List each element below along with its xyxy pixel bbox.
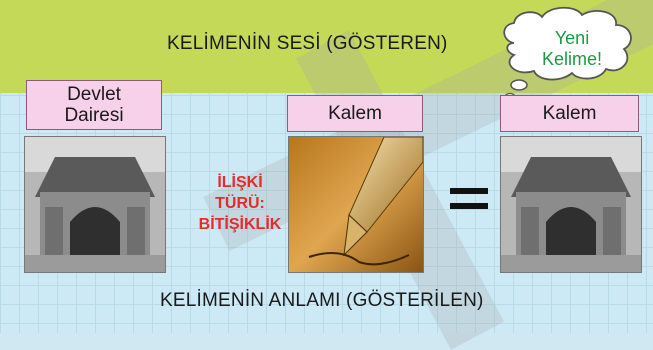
relation-line-2: TÜRÜ:	[215, 195, 265, 212]
relation-line-3: BİTİŞİKLİK	[198, 216, 282, 233]
building-photo-right	[500, 136, 642, 273]
relation-type: İLİŞKİ TÜRÜ: BİTİŞİKLİK	[185, 172, 295, 235]
label-kalem-right: Kalem	[500, 95, 639, 132]
building-photo	[24, 136, 166, 273]
bubble-line-1: Yeni	[554, 28, 590, 48]
label-line-2: Dairesi	[64, 105, 124, 126]
label-kalem-middle: Kalem	[287, 95, 423, 132]
label-devlet-dairesi: Devlet Dairesi	[26, 80, 162, 130]
signifier-title: KELİMENİN SESİ (GÖSTEREN)	[167, 33, 448, 54]
bubble-line-2: Kelime!	[541, 49, 603, 69]
bubble-text: Yeni Kelime!	[522, 28, 622, 70]
pen-photo	[288, 136, 424, 273]
equals-sign	[450, 188, 488, 218]
signified-title: KELİMENİN ANLAMI (GÖSTERİLEN)	[160, 290, 484, 311]
label-line-1: Devlet	[67, 84, 121, 105]
relation-line-1: İLİŞKİ	[217, 174, 263, 191]
thought-bubble	[499, 6, 632, 110]
